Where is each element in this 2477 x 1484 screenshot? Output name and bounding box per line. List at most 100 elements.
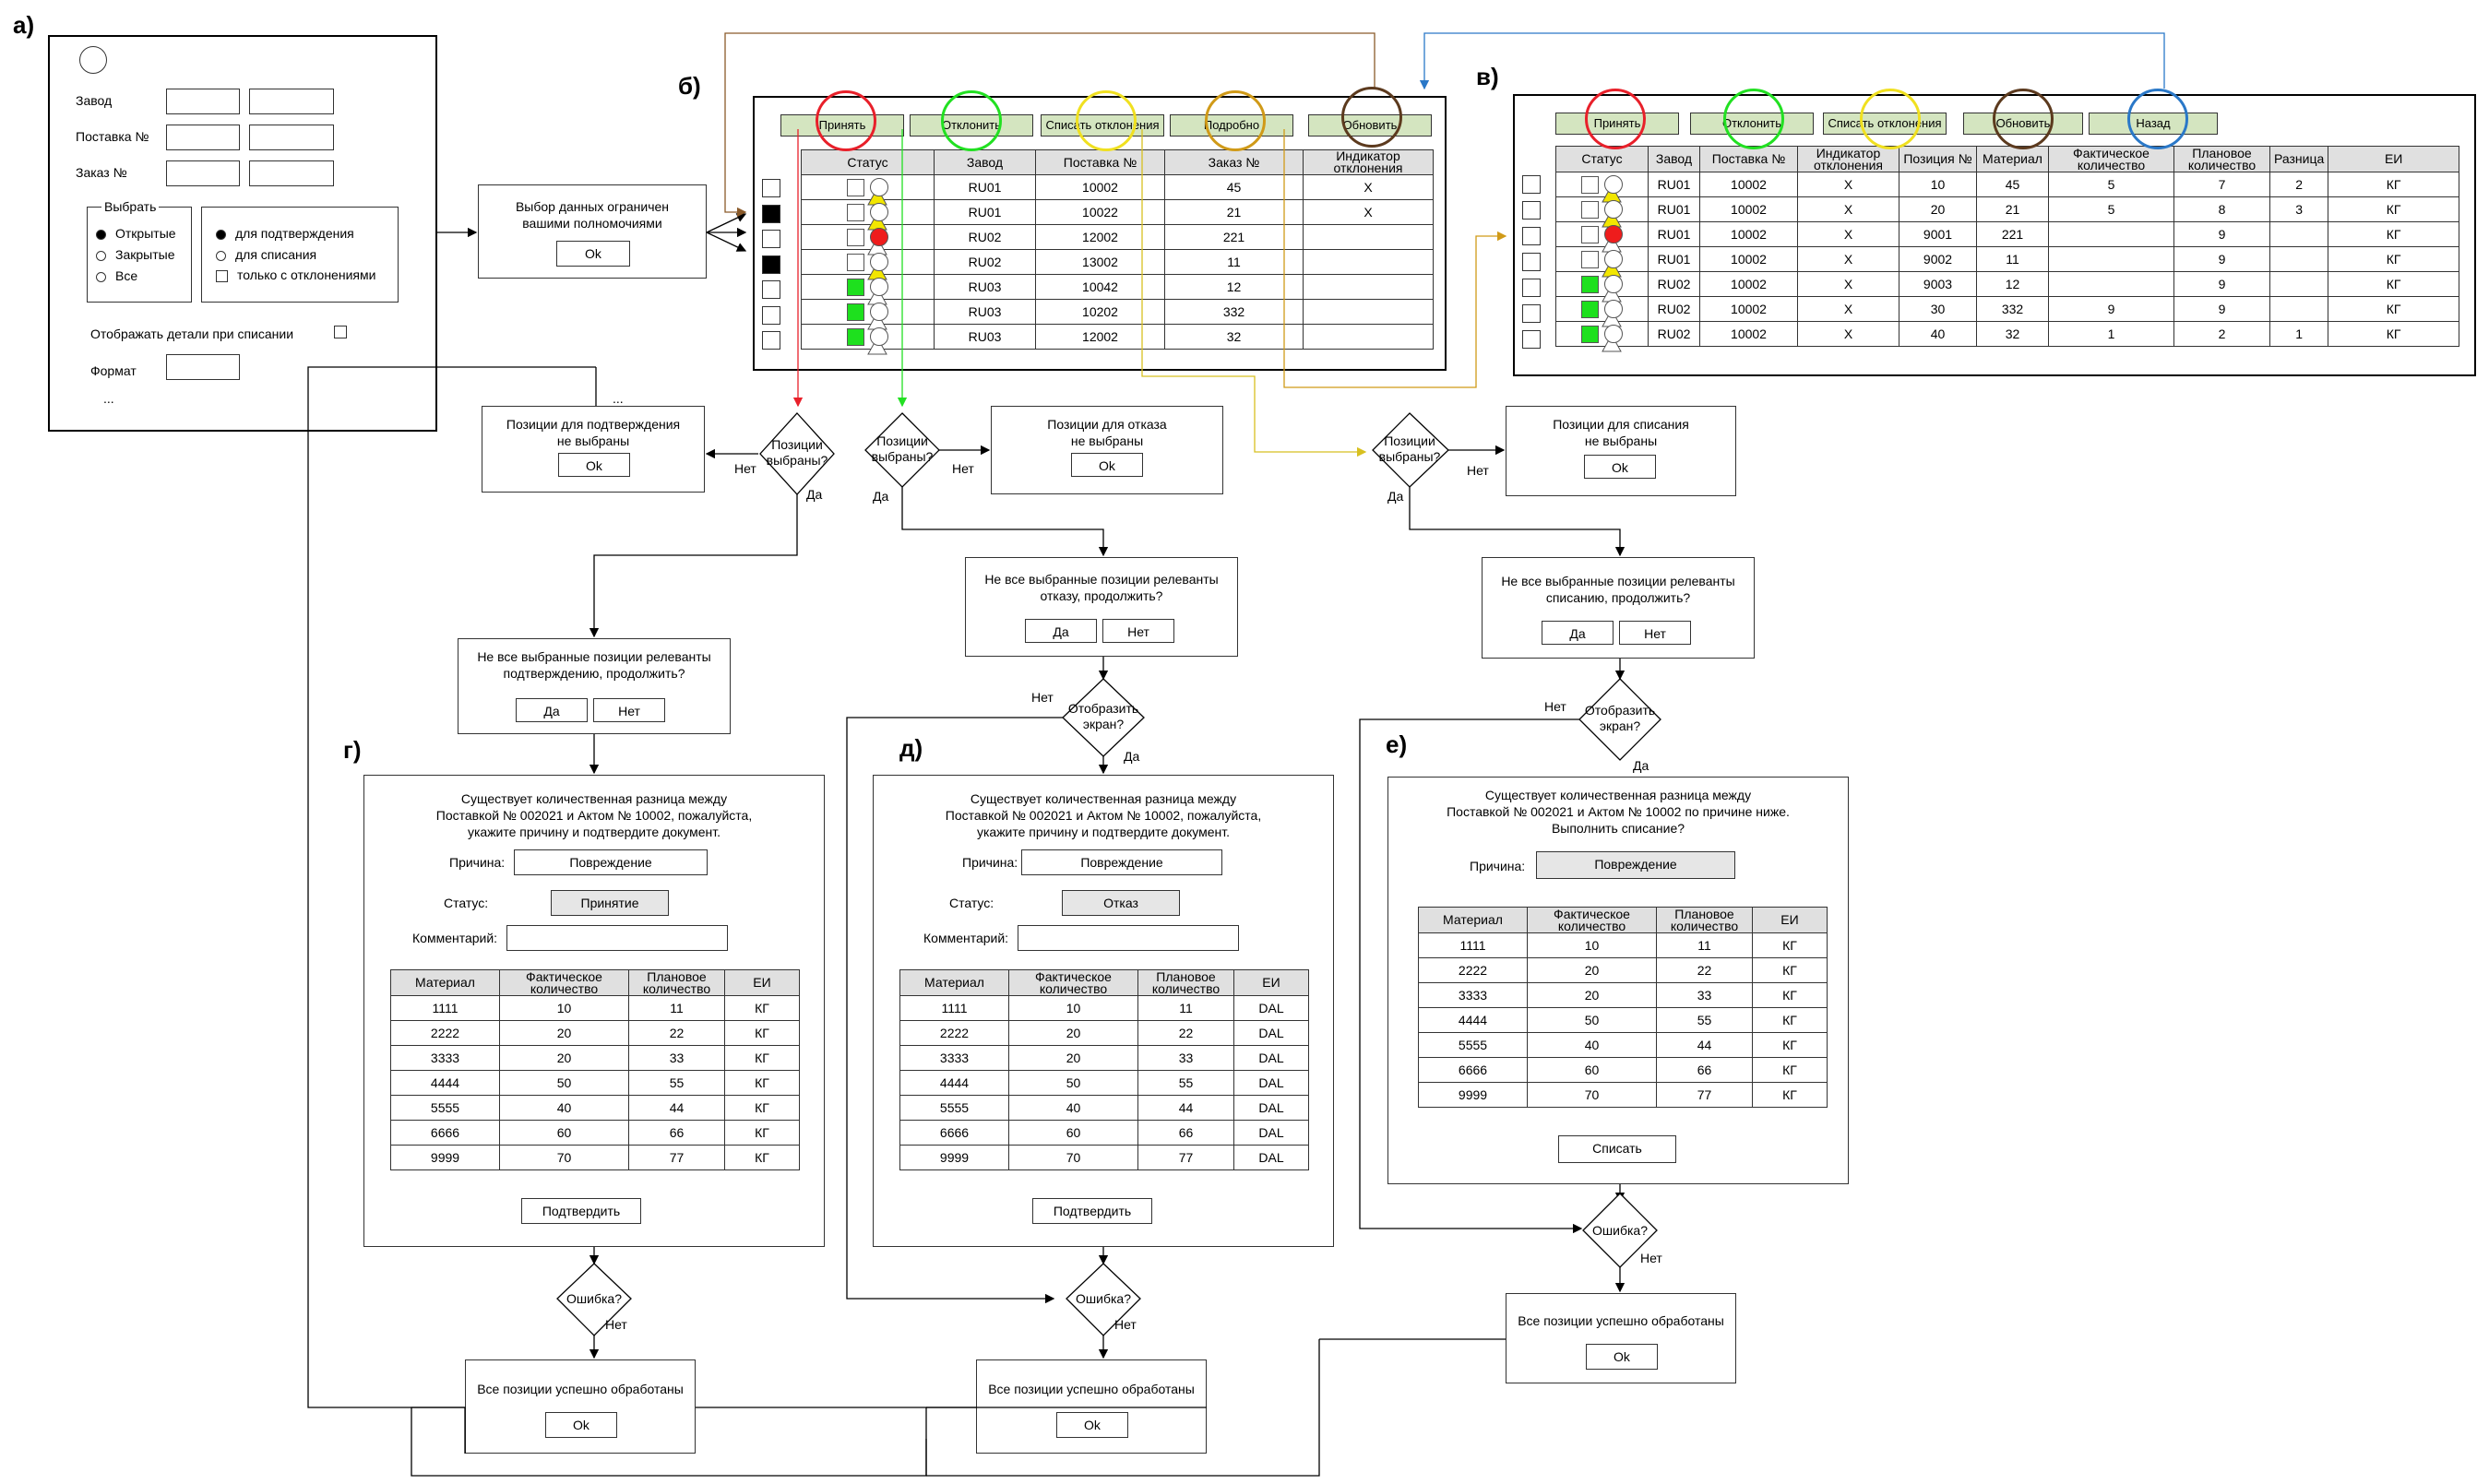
field-label-order: Заказ № [76,165,127,180]
confirm-none-ok-button[interactable]: Ok [558,453,630,477]
write-off-submit-button[interactable]: Списать [1558,1135,1676,1163]
confirm-submit-button[interactable]: Подтвердить [1032,1198,1152,1224]
success-ok-button[interactable]: Ok [1056,1412,1128,1438]
no-label: Нет [1544,699,1566,714]
comment-input[interactable] [1018,925,1239,951]
success-ok-button[interactable]: Ok [1586,1344,1658,1370]
row-select-checkbox[interactable] [762,204,780,223]
row-select-checkbox[interactable] [1522,201,1541,220]
table-cell: КГ [2328,296,2459,322]
radio-writeoff-dot[interactable] [216,250,226,261]
confirm-submit-button[interactable]: Подтвердить [521,1198,641,1224]
table-cell: 10002 [1699,271,1798,297]
row-select-checkbox[interactable] [762,255,780,274]
write-none-ok-button[interactable]: Ok [1584,455,1656,479]
reject-none-ok-button[interactable]: Ok [1071,453,1143,477]
confirm-question-no-button[interactable]: Нет [593,698,665,722]
radio-open-dot[interactable] [96,229,106,240]
row-select-checkbox[interactable] [762,331,780,350]
no-label: Нет [1467,463,1489,478]
radio-open[interactable]: Открытые [96,226,176,241]
radio-closed-dot[interactable] [96,250,106,261]
format-input[interactable] [166,354,240,380]
write-question-no-button[interactable]: Нет [1619,621,1691,645]
status-field[interactable]: Принятие [551,890,669,916]
reason-field[interactable]: Повреждение [1536,851,1735,879]
check-only-deviations[interactable]: только с отклонениями [216,267,375,282]
row-select-checkbox[interactable] [1522,330,1541,349]
table-cell: 32 [1976,321,2049,347]
row-select-checkbox[interactable] [1522,279,1541,297]
row-select-checkbox[interactable] [1522,227,1541,245]
table-cell: КГ [724,1020,800,1046]
plant-from-input[interactable] [166,89,240,114]
highlight-ring-reject [941,90,1002,151]
reject-none-text: Позиции для отказа не выбраны [1047,417,1167,448]
table-cell: 60 [499,1120,629,1146]
section-label-g: г) [343,736,362,764]
table-cell: X [1797,196,1899,222]
comment-input[interactable] [506,925,728,951]
table-cell: X [1797,172,1899,197]
table-cell: КГ [724,1145,800,1170]
table-cell: 10042 [1035,274,1165,300]
reject-question-no-button[interactable]: Нет [1102,619,1174,643]
table-cell: 9001 [1899,221,1977,247]
row-select-checkbox[interactable] [762,305,780,325]
confirm-form-text: Существует количественная разница между … [435,791,753,839]
table-cell: 9 [2173,221,2270,247]
table-cell: 11 [628,995,725,1021]
radio-all[interactable]: Все [96,268,137,283]
table-cell: 44 [628,1095,725,1121]
table-cell: КГ [1752,1032,1828,1058]
reason-select[interactable]: Повреждение [1021,849,1222,875]
order-to-input[interactable] [249,160,334,186]
table-cell: 20 [1008,1045,1138,1071]
success-ok-button[interactable]: Ok [545,1412,617,1438]
write-question-yes-button[interactable]: Да [1542,621,1614,645]
row-select-checkbox[interactable] [762,280,780,299]
confirm-none-dialog: Позиции для подтверждения не выбраны Ok [482,406,705,493]
row-select-checkbox[interactable] [762,179,780,197]
plant-to-input[interactable] [249,89,334,114]
show-details-checkbox[interactable] [334,326,347,338]
radio-writeoff[interactable]: для списания [216,247,316,262]
check-only-deviations-box[interactable] [216,269,228,282]
row-select-checkbox[interactable] [1522,304,1541,323]
radio-confirm[interactable]: для подтверждения [216,226,354,241]
row-select-checkbox[interactable] [762,230,780,248]
radio-all-dot[interactable] [96,271,106,282]
radio-confirm-dot[interactable] [216,229,226,240]
reason-select[interactable]: Повреждение [514,849,708,875]
table-cell [2269,271,2329,297]
radio-closed[interactable]: Закрытые [96,247,174,262]
delivery-from-input[interactable] [166,125,240,150]
reject-question-yes-button[interactable]: Да [1025,619,1097,643]
status-label: Статус: [949,896,994,910]
auth-ok-button[interactable]: Ok [556,241,630,267]
delivery-to-input[interactable] [249,125,334,150]
order-from-input[interactable] [166,160,240,186]
status-circle-icon [1604,225,1623,243]
row-select-checkbox[interactable] [1522,253,1541,271]
row-select-checkbox[interactable] [1522,175,1541,194]
confirm-question-yes-button[interactable]: Да [516,698,588,722]
field-label-plant: Завод [76,93,113,108]
status-field[interactable]: Отказ [1062,890,1180,916]
